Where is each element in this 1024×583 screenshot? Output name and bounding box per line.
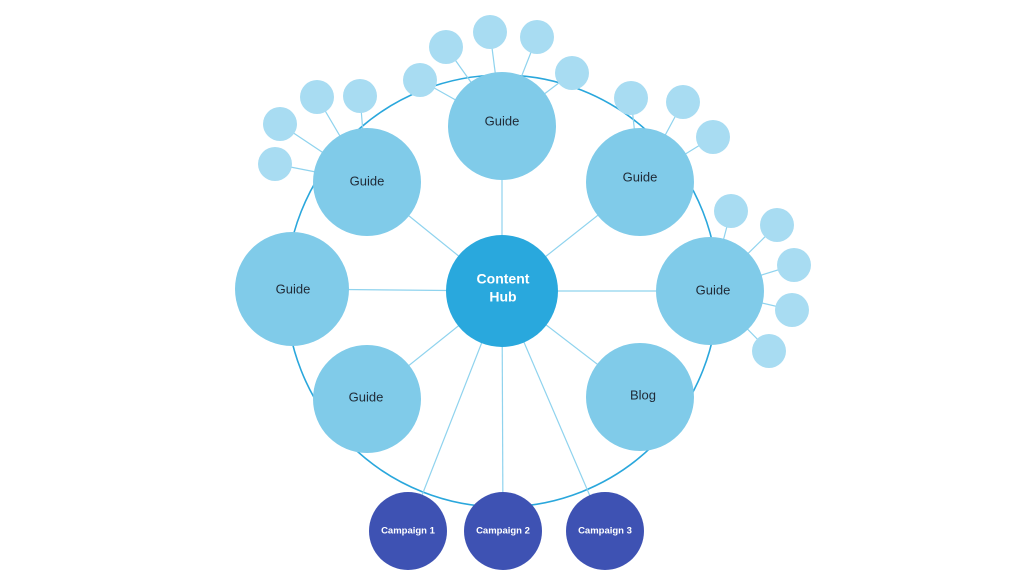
leaf-node[interactable] bbox=[752, 334, 786, 368]
leaf-node[interactable] bbox=[403, 63, 437, 97]
guide-label: Guide bbox=[349, 389, 384, 404]
leaf-node[interactable] bbox=[696, 120, 730, 154]
guide-node-top[interactable]: Guide bbox=[448, 72, 556, 180]
leaf-node[interactable] bbox=[714, 194, 748, 228]
guide-label: Guide bbox=[276, 281, 311, 296]
leaf-node[interactable] bbox=[300, 80, 334, 114]
blog-label: Blog bbox=[630, 387, 656, 402]
leaf-node[interactable] bbox=[258, 147, 292, 181]
guide-node-right-top[interactable]: Guide bbox=[586, 128, 694, 236]
guide-node-left-top[interactable]: Guide bbox=[313, 128, 421, 236]
leaf-node[interactable] bbox=[777, 248, 811, 282]
campaign-node-1[interactable]: Campaign 1 bbox=[369, 492, 447, 570]
guide-node-left-bottom[interactable]: Guide bbox=[313, 345, 421, 453]
campaign-label: Campaign 3 bbox=[578, 526, 632, 537]
hub-label-line2: Hub bbox=[489, 289, 516, 305]
guide-nodes: Guide Guide Guide Guide Guide Guide Blog bbox=[235, 72, 764, 453]
content-hub-node[interactable]: Content Hub bbox=[446, 235, 558, 347]
leaf-node[interactable] bbox=[555, 56, 589, 90]
guide-label: Guide bbox=[623, 169, 658, 184]
guide-label: Guide bbox=[350, 173, 385, 188]
leaf-nodes bbox=[258, 15, 811, 368]
campaign-node-2[interactable]: Campaign 2 bbox=[464, 492, 542, 570]
leaf-node[interactable] bbox=[775, 293, 809, 327]
campaign-label: Campaign 1 bbox=[381, 526, 436, 537]
leaf-node[interactable] bbox=[760, 208, 794, 242]
blog-node[interactable]: Blog bbox=[586, 343, 694, 451]
guide-label: Guide bbox=[696, 282, 731, 297]
leaf-node[interactable] bbox=[263, 107, 297, 141]
hub-label-line1: Content bbox=[477, 271, 530, 287]
leaf-node[interactable] bbox=[429, 30, 463, 64]
campaign-label: Campaign 2 bbox=[476, 526, 530, 537]
guide-node-left[interactable]: Guide bbox=[235, 232, 349, 346]
guide-node-right[interactable]: Guide bbox=[656, 237, 764, 345]
campaign-nodes: Campaign 1 Campaign 2 Campaign 3 bbox=[369, 492, 644, 570]
leaf-node[interactable] bbox=[614, 81, 648, 115]
leaf-node[interactable] bbox=[343, 79, 377, 113]
leaf-node[interactable] bbox=[520, 20, 554, 54]
guide-label: Guide bbox=[485, 113, 520, 128]
leaf-node[interactable] bbox=[473, 15, 507, 49]
campaign-node-3[interactable]: Campaign 3 bbox=[566, 492, 644, 570]
leaf-node[interactable] bbox=[666, 85, 700, 119]
